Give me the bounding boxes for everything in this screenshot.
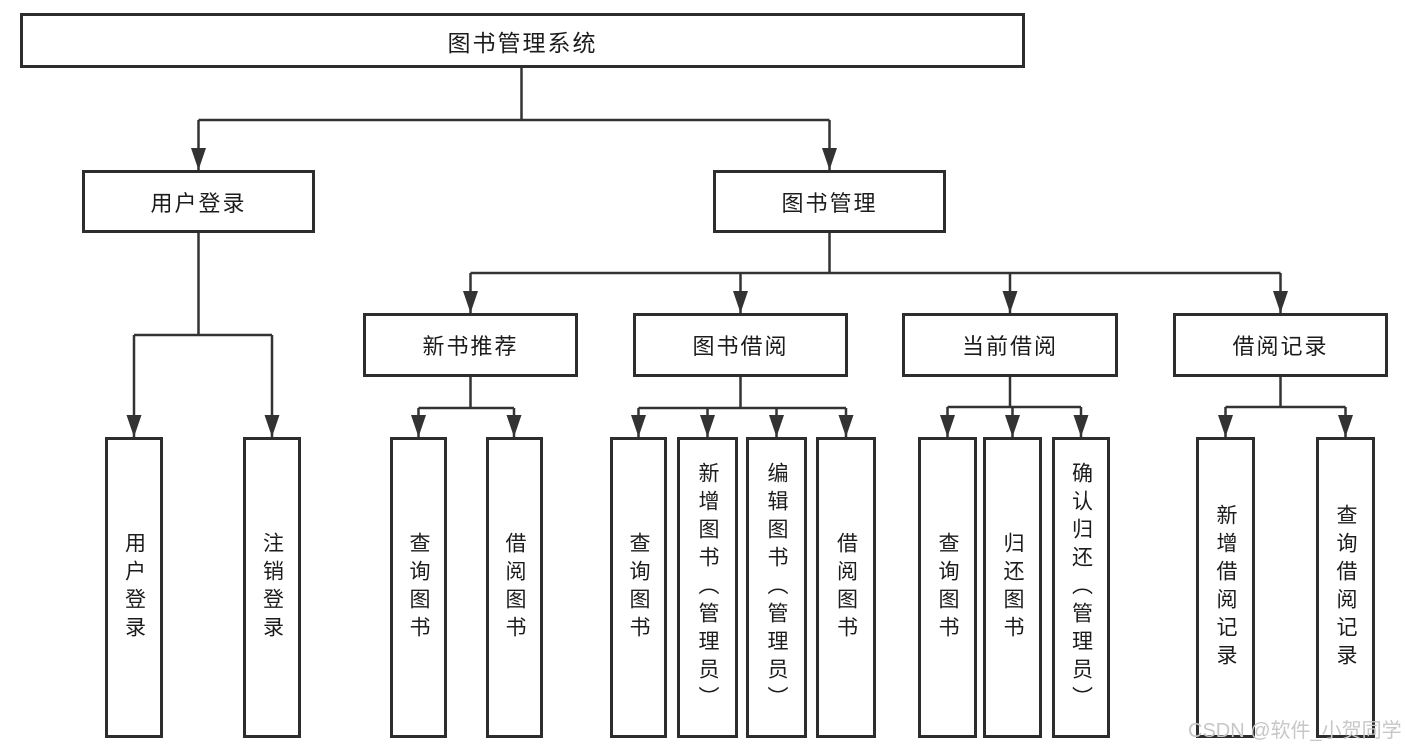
node-bb-borrow-book: 借阅图书 (816, 437, 876, 738)
node-borrow-records-label: 借阅记录 (1232, 334, 1329, 359)
node-user-login-group-label: 用户登录 (150, 190, 247, 216)
node-cb-confirm-return: 确认归还（管理员） (1052, 437, 1110, 738)
edge-book-mgmt-children (463, 233, 1288, 313)
node-borrow-records: 借阅记录 (1173, 313, 1388, 377)
node-nbr-borrow-book-label: 借阅图书 (503, 531, 526, 644)
node-bb-edit-book: 编辑图书（管理员） (746, 437, 807, 738)
node-nbr-query-book-label: 查询图书 (407, 531, 430, 644)
node-user-login-group: 用户登录 (82, 170, 315, 233)
node-current-borrow-label: 当前借阅 (961, 334, 1058, 359)
node-cb-return-book: 归还图书 (983, 437, 1042, 738)
watermark: CSDN @软件_小贺同学 (1188, 720, 1402, 742)
node-br-query-record: 查询借阅记录 (1316, 437, 1375, 738)
node-cb-query-book: 查询图书 (918, 437, 977, 738)
node-nbr-borrow-book: 借阅图书 (486, 437, 543, 738)
node-bb-add-book-label: 新增图书（管理员） (696, 461, 719, 714)
edge-user-login-children (126, 233, 280, 437)
node-nbr-query-book: 查询图书 (390, 437, 447, 738)
node-bb-query-book-label: 查询图书 (627, 531, 650, 644)
node-current-borrow: 当前借阅 (902, 313, 1118, 377)
node-br-add-record-label: 新增借阅记录 (1214, 503, 1237, 672)
node-cb-return-book-label: 归还图书 (1001, 531, 1024, 644)
node-bb-borrow-book-label: 借阅图书 (834, 531, 858, 644)
node-new-book-rec-label: 新书推荐 (422, 334, 519, 359)
edge-borrow-records-children (1218, 377, 1353, 437)
node-bb-query-book: 查询图书 (610, 437, 667, 738)
node-book-mgmt: 图书管理 (713, 170, 946, 233)
node-logout-label: 注销登录 (260, 531, 284, 644)
node-cb-confirm-return-label: 确认归还（管理员） (1069, 461, 1093, 714)
node-bb-edit-book-label: 编辑图书（管理员） (765, 461, 788, 714)
node-new-book-rec: 新书推荐 (363, 313, 578, 377)
edge-root-to-level2 (191, 68, 837, 170)
node-bb-add-book: 新增图书（管理员） (677, 437, 738, 738)
node-root: 图书管理系统 (20, 13, 1025, 68)
node-user-login: 用户登录 (105, 437, 163, 738)
edge-new-book-rec-children (411, 377, 522, 437)
edge-book-borrow-children (631, 377, 854, 437)
node-br-add-record: 新增借阅记录 (1196, 437, 1255, 738)
node-book-borrow-label: 图书借阅 (692, 334, 789, 359)
node-logout: 注销登录 (243, 437, 301, 738)
edge-current-borrow-children (940, 377, 1089, 437)
node-user-login-label: 用户登录 (122, 531, 146, 644)
node-root-label: 图书管理系统 (447, 29, 598, 56)
node-book-borrow: 图书借阅 (633, 313, 848, 377)
node-cb-query-book-label: 查询图书 (936, 531, 959, 644)
node-book-mgmt-label: 图书管理 (781, 190, 878, 216)
node-br-query-record-label: 查询借阅记录 (1334, 503, 1357, 672)
